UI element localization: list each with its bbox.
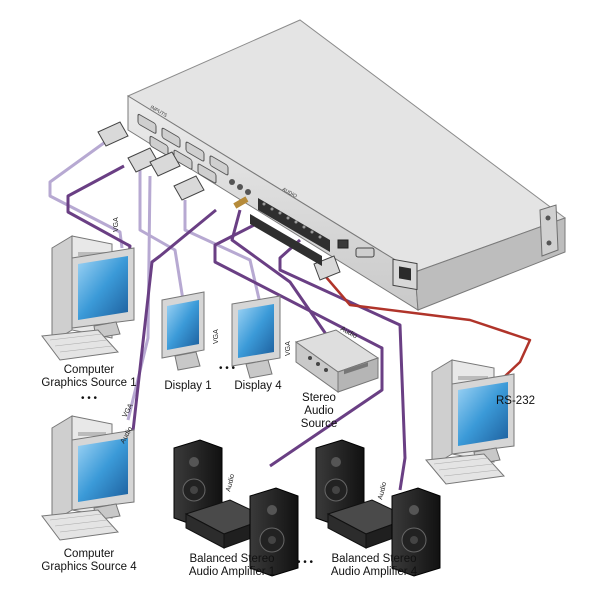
audio-jacks: [229, 179, 251, 209]
ellipsis-displays: • • •: [218, 363, 236, 374]
label-stereo-line2: Audio: [304, 405, 334, 417]
label-stereo-line3: Source: [300, 418, 338, 430]
label-amp-4-line2: Audio Amplifier 4: [330, 566, 418, 578]
label-display-4: Display 4: [234, 380, 282, 392]
stereo-audio-source: [294, 329, 380, 393]
display-4: [231, 295, 281, 379]
matrix-switcher: INPUTS AUDIO: [97, 19, 567, 311]
cable-tags: VGA VGA Audio VGA VGA Audio Audio Audio: [113, 217, 388, 501]
tag-audio-amp-1: Audio: [225, 473, 236, 492]
computer-graphics-source-4: [41, 415, 135, 541]
label-computer-source-1: Computer Graphics Source 1: [30, 364, 148, 390]
power-inlet: [392, 258, 418, 291]
label-amplifier-1: Balanced Stereo Audio Amplifier 1: [180, 553, 284, 579]
amplifier-group-1: [173, 439, 299, 577]
label-computer-source-1-line1: Computer: [63, 364, 115, 376]
label-computer-source-1-line2: Graphics Source 1: [41, 377, 137, 389]
label-computer-source-4-line2: Graphics Source 4: [41, 561, 137, 573]
tag-vga-computer-1: VGA: [113, 217, 120, 232]
amplifier-group-4: [315, 439, 441, 577]
label-stereo-line1: Stereo: [302, 392, 336, 404]
label-display-1: Display 1: [164, 380, 212, 392]
rs232-cable: [319, 269, 532, 379]
label-amp-4-line1: Balanced Stereo: [331, 553, 417, 565]
computer-graphics-source-1: [41, 235, 135, 361]
label-computer-source-4: Computer Graphics Source 4: [30, 548, 148, 574]
audio-cables: [66, 164, 407, 491]
tag-vga-display-4: VGA: [285, 341, 292, 356]
label-amplifier-4: Balanced Stereo Audio Amplifier 4: [322, 553, 426, 579]
control-computer: [425, 359, 515, 485]
vga-connectors: [137, 113, 229, 184]
tag-audio-amp-4: Audio: [377, 481, 388, 500]
rack-ear: [539, 204, 559, 257]
label-rs232: RS-232: [496, 395, 535, 407]
audio-terminal-blocks: [250, 198, 330, 266]
label-stereo-audio-source: Stereo Audio Source: [294, 392, 344, 431]
display-1: [161, 291, 205, 371]
label-amp-1-line2: Audio Amplifier 1: [188, 566, 276, 578]
ellipsis-computers: • • •: [80, 393, 98, 404]
ellipsis-amplifiers: • • •: [296, 557, 314, 568]
tag-vga-display-1: VGA: [213, 329, 220, 344]
label-computer-source-4-line1: Computer: [63, 548, 115, 560]
label-amp-1-line1: Balanced Stereo: [189, 553, 275, 565]
